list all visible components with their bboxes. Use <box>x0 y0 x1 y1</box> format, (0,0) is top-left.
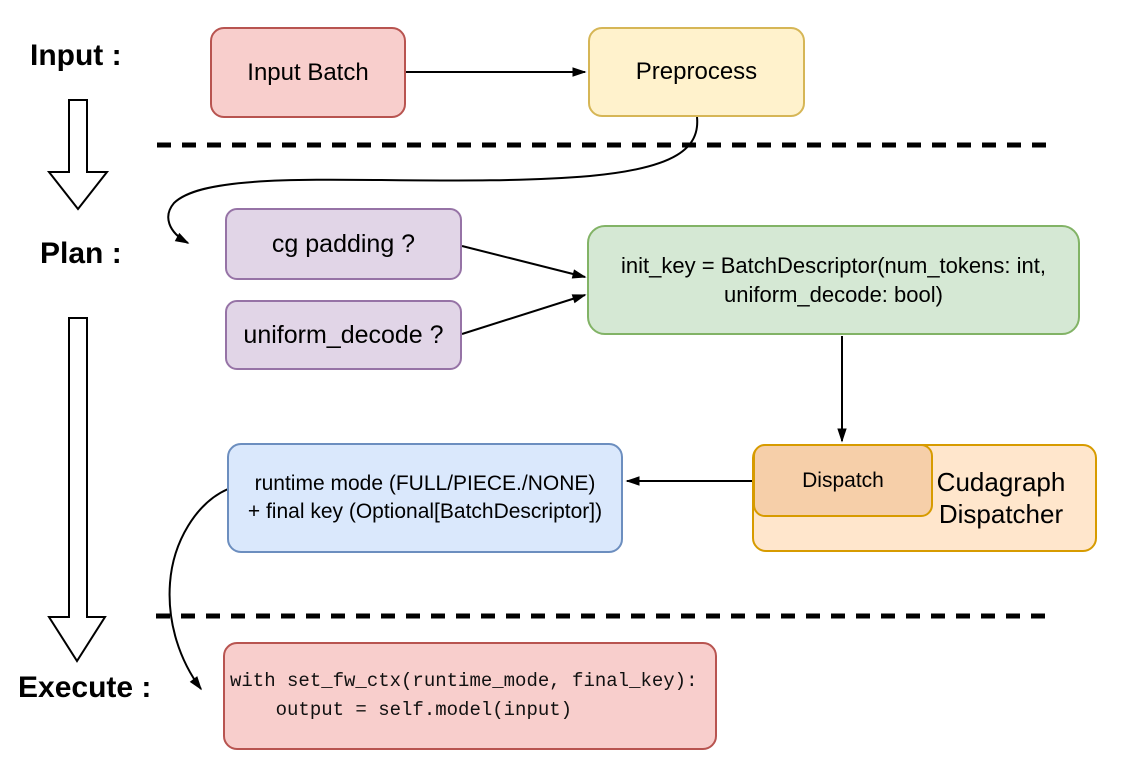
execute-code-line1: with set_fw_ctx(runtime_mode, final_key)… <box>230 669 698 692</box>
arrow-preprocess-to-cg-padding <box>167 116 699 244</box>
execute-code-block: with set_fw_ctx(runtime_mode, final_key)… <box>225 667 697 726</box>
stage-label-execute: Execute : <box>18 671 152 704</box>
stage-arrow-input-to-plan <box>46 99 110 211</box>
stage-label-input: Input : <box>30 39 122 72</box>
stage-arrow-plan-to-execute <box>47 317 107 663</box>
arrow-cg-padding-to-init-key <box>461 245 587 279</box>
node-init-key-line1: init_key = BatchDescriptor(num_tokens: i… <box>621 252 1046 278</box>
execute-code-line2: output = self.model(input) <box>230 699 573 721</box>
node-cg-padding-label: cg padding ? <box>271 229 416 258</box>
stage-label-plan: Plan : <box>40 237 122 270</box>
node-execute-code: with set_fw_ctx(runtime_mode, final_key)… <box>223 642 717 750</box>
node-uniform-decode: uniform_decode ? <box>225 300 462 370</box>
node-init-key-line2: uniform_decode: bool) <box>724 282 943 307</box>
node-input-batch-label: Input Batch <box>247 58 369 86</box>
arrow-runtime-mode-to-execute-code <box>168 488 229 691</box>
node-cg-padding: cg padding ? <box>225 208 462 280</box>
node-preprocess: Preprocess <box>588 27 805 117</box>
node-input-batch: Input Batch <box>210 27 406 118</box>
node-init-key: init_key = BatchDescriptor(num_tokens: i… <box>587 225 1080 335</box>
node-runtime-mode: runtime mode (FULL/PIECE./NONE) + final … <box>227 443 623 553</box>
node-runtime-mode-line1: runtime mode (FULL/PIECE./NONE) <box>254 472 596 496</box>
node-dispatch-label: Dispatch <box>802 468 884 492</box>
node-cudagraph-line2: Dispatcher <box>938 499 1064 529</box>
node-dispatch: Dispatch <box>753 444 933 517</box>
node-cudagraph-dispatcher-text: Cudagraph Dispatcher <box>913 446 1089 550</box>
arrow-uniform-decode-to-init-key <box>461 294 587 335</box>
node-uniform-decode-label: uniform_decode ? <box>243 320 444 349</box>
node-preprocess-label: Preprocess <box>635 58 758 86</box>
node-cudagraph-line1: Cudagraph <box>936 466 1066 497</box>
node-runtime-mode-line2: + final key (Optional[BatchDescriptor]) <box>247 500 603 523</box>
